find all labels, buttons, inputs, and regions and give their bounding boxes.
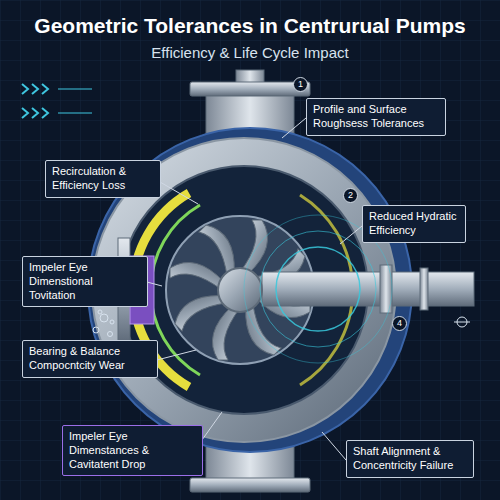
bubble — [108, 332, 113, 337]
cavitation-bubbles — [93, 310, 114, 337]
callout-text: Bearing & Balance Compocntcity Wear — [29, 345, 151, 373]
leader-line — [147, 282, 162, 286]
concentricity-circle — [276, 247, 360, 331]
concentricity-circle — [260, 231, 376, 347]
impeller-hub — [218, 268, 262, 312]
diagram-title: Geometric Tolerances in Centrurual Pumps — [0, 14, 500, 38]
callout-text: Impeler Eye Dimenstional Tovitation — [29, 261, 141, 302]
leader-line — [202, 412, 222, 440]
leader-line — [157, 350, 196, 360]
leader-line — [282, 118, 306, 138]
bearing-ring — [420, 268, 428, 310]
callout-text: Profile and Surface Roughsess Tolerances — [313, 103, 439, 131]
bubble — [93, 327, 99, 333]
callout-text: Impeler Eye Dimenstances & Cavitatent Dr… — [69, 430, 196, 471]
bubble — [100, 314, 108, 322]
leader-line — [322, 432, 346, 460]
callout-text: Recirculation & Efficiency Loss — [52, 165, 154, 193]
leader-line — [160, 182, 198, 204]
callout-box: Recirculation & Efficiency Loss — [45, 160, 161, 198]
callout-box: Reduced Hydratic Efficiency — [362, 205, 466, 243]
callout-box: Impeler Eye Dimenstional Tovitation — [22, 256, 148, 307]
shaft — [262, 272, 474, 306]
bubble — [110, 320, 114, 324]
callout-number: 2 — [343, 188, 358, 203]
subtitle: Efficiency & Life Cycle Impact — [0, 44, 500, 61]
leader-line — [340, 226, 362, 244]
callout-box: Profile and Surface Roughsess Tolerances — [306, 98, 446, 136]
leader-lines — [147, 118, 362, 460]
chevron-icon — [22, 84, 48, 94]
top-flange — [190, 82, 310, 96]
bubble — [98, 310, 102, 314]
accent-line — [58, 89, 92, 90]
symbol-icon — [454, 322, 470, 323]
accent-line — [58, 113, 92, 114]
bottom-flange — [190, 478, 310, 492]
callout-number: 1 — [293, 77, 308, 92]
callout-box: Shaft Alignment & Concentricity Failure — [346, 440, 474, 478]
impeller-blade — [212, 306, 240, 360]
impeller-blade — [240, 220, 268, 274]
callout-box: Bearing & Balance Compocntcity Wear — [22, 340, 158, 378]
callout-text: Shaft Alignment & Concentricity Failure — [353, 445, 467, 473]
callout-text: Reduced Hydratic Efficiency — [369, 210, 459, 238]
callout-box: Impeler Eye Dimenstances & Cavitatent Dr… — [62, 425, 203, 476]
callout-number: 4 — [392, 316, 407, 331]
chevron-icon — [22, 108, 48, 118]
impeller-blade — [170, 262, 224, 290]
